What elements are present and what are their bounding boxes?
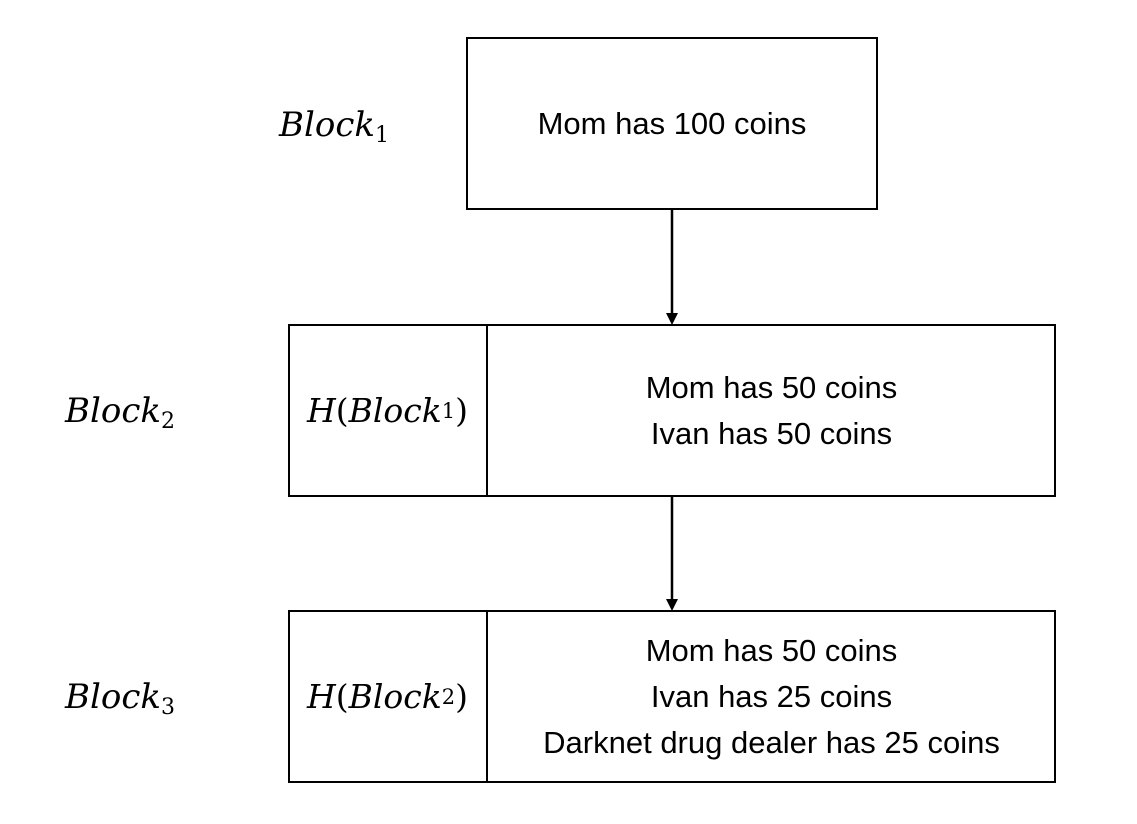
block-1-label-text: Block [279,105,375,145]
block-3-hash-ref-label: Block [348,677,442,716]
block-2-transactions: Mom has 50 coins Ivan has 50 coins [487,324,1056,497]
block-3-label-index: 3 [160,695,175,720]
block-2-label: Block2 [65,391,175,433]
block-2-hash-ref-label: Block [348,391,442,430]
block-2-label-index: 2 [160,409,175,434]
block-1-box [466,37,878,210]
block-3-label-text: Block [65,677,161,717]
block-3-transaction: Mom has 50 coins [645,632,898,668]
block-2-transaction: Mom has 50 coins [645,369,898,405]
block-2-hash-close-paren: ) [455,391,469,430]
block-2-hash-fn: H [306,391,336,430]
block-2-hash-open-paren: ( [335,391,349,430]
block-3-label: Block3 [65,677,175,719]
block-3-divider [486,610,488,783]
block-3-hash-fn: H [306,677,336,716]
block-2-transaction: Ivan has 50 coins [650,415,893,451]
block-2-label-text: Block [65,391,161,431]
block-1-label-index: 1 [374,123,389,148]
block-1-transaction: Mom has 100 coins [537,105,807,141]
arrow-block2-to-block3 [666,497,678,611]
arrow-block1-to-block2 [666,210,678,325]
block-2-box [288,324,1056,497]
block-3-transaction: Ivan has 25 coins [650,678,893,714]
block-3-transaction: Darknet drug dealer has 25 coins [543,724,1000,760]
block-3-box [288,610,1056,783]
block-3-hash-close-paren: ) [455,677,469,716]
block-3-hash-open-paren: ( [335,677,349,716]
block-2-divider [486,324,488,497]
block-3-transactions: Mom has 50 coins Ivan has 25 coins Darkn… [487,610,1056,783]
block-1-label: Block1 [279,105,389,147]
block-1-transactions: Mom has 100 coins [466,37,878,210]
